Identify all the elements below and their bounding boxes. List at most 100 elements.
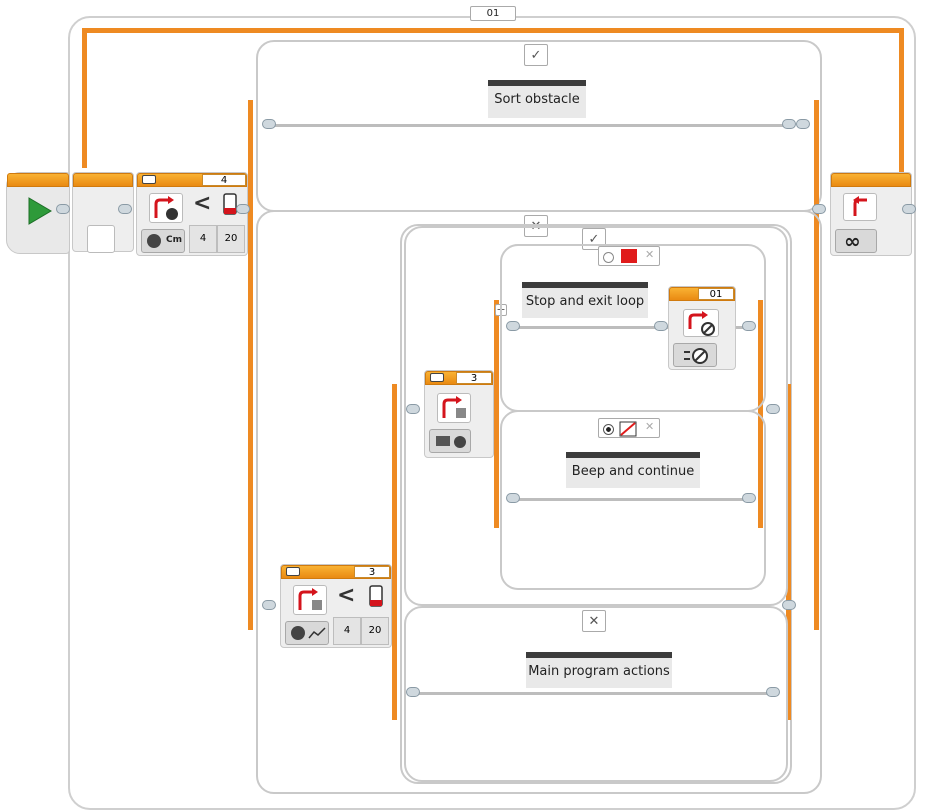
ultrasonic-mode-button[interactable]: Cm [141,229,185,253]
color-mode-icon [436,436,450,446]
loop-mode-button[interactable]: ∞ [835,229,877,253]
loop-bracket-icon [87,225,115,253]
switch-arrow-icon [154,196,178,220]
inner-switch-frame[interactable] [400,224,792,784]
loop-inner-plug [118,204,132,214]
outer-loop-label[interactable]: 01 [470,6,516,21]
stop-case-wire [512,326,748,329]
stop-case-plug-right [742,321,756,331]
color-switch-bar-left [494,300,499,528]
infinity-icon: ∞ [844,229,861,253]
outer-switch-bar-left [248,100,253,630]
outer-switch-plug-out [812,204,826,214]
loop-interrupt-block[interactable]: 01 [668,286,736,370]
color-switch-plug-out [766,404,780,414]
color-switch-label: 3 [456,372,492,384]
interrupt-mode-icon [684,348,708,364]
outer-switch-plug [236,204,250,214]
play-icon[interactable] [23,195,55,227]
main-case-tab[interactable]: ✕ [582,610,606,632]
sort-case-wire [270,124,792,127]
beep-case-comment[interactable]: Beep and continue [566,452,700,488]
phone-icon [223,193,237,215]
inner-switch-header: 3 [281,565,391,579]
start-block-header [7,173,69,187]
outer-switch-label: 4 [202,174,246,186]
sort-case-tab[interactable]: ✓ [524,44,548,66]
compare-less-than: < [193,191,212,216]
stop-case-close-icon[interactable]: ✕ [645,248,655,261]
inner-switch-plug-out [782,600,796,610]
color-sensor-icon [437,393,471,423]
loop-interrupt-header: 01 [669,287,735,301]
sort-case-comment[interactable]: Sort obstacle [488,80,586,118]
loop-wire-left [82,28,87,168]
inner-switch-block[interactable]: 3 < 4 20 [280,564,392,648]
stop-case-comment[interactable]: Stop and exit loop [522,282,648,318]
loop-end-header [831,173,911,187]
loop-interrupt-label: 01 [698,288,734,300]
stop-case-plug-left [506,321,520,331]
color-switch-header: 3 [425,371,493,385]
inner-switch-arrow-icon [298,588,322,610]
inner-param-b[interactable]: 20 [361,617,389,645]
inner-switch-label: 3 [354,566,390,578]
loop-start-header [73,173,133,187]
outer-switch-block[interactable]: 4 < Cm 4 20 [136,172,248,256]
false-case-frame[interactable] [256,210,822,794]
loop-end-plug [902,204,916,214]
color-sensor-switch-icon [293,585,327,615]
color-mode-button[interactable] [429,429,471,453]
loop-repeat-icon [853,196,867,216]
inner-compare-less-than: < [337,583,356,608]
light-dial-icon [291,626,305,640]
main-case-plug-left [406,687,420,697]
loop-wire-right [899,28,904,178]
sort-case-plug-left [262,119,276,129]
ultrasonic-switch-icon [149,193,183,223]
no-color-icon [619,421,637,437]
loop-end-icon [843,193,877,221]
radio-empty-icon[interactable] [603,252,614,263]
loop-end-block[interactable]: ∞ [830,172,912,256]
sensor-unit-text: Cm [166,235,182,245]
color-switch-arrow-icon [442,396,466,418]
stop-case-tab[interactable]: ✕ [598,246,660,266]
interrupt-arrow-icon [688,311,715,336]
outer-param-a[interactable]: 4 [189,225,217,253]
main-case-comment[interactable]: Main program actions [526,652,672,688]
inner-switch-plug-in [262,600,276,610]
light-mode-button[interactable] [285,621,329,645]
color-switch-plug-in [406,404,420,414]
beep-case-plug-right [742,493,756,503]
beep-case-close-icon[interactable]: ✕ [645,420,655,433]
beep-case-frame[interactable] [500,410,766,590]
sensor-dial-icon [147,234,161,248]
inner-true-case-frame[interactable] [404,226,788,606]
interrupt-mode-button[interactable] [673,343,717,367]
color-dots-icon [454,436,466,448]
color-switch-block[interactable]: 3 [424,370,494,458]
color-switch-bar-right [758,300,763,528]
sort-case-plug-right [782,119,796,129]
inner-switch-bar-left [392,384,397,720]
main-case-plug-right [766,687,780,697]
loop-interrupt-icon [683,309,719,337]
beep-case-wire [512,498,748,501]
beep-case-plug-left [506,493,520,503]
red-color-icon [621,249,637,263]
radio-selected-icon[interactable] [603,424,614,435]
outer-switch-bar-right [814,100,819,630]
switch-mini-icon [142,175,156,184]
start-output-plug [56,204,70,214]
main-case-frame[interactable] [404,606,788,782]
inner-phone-icon [369,585,383,607]
loop-interrupt-plug-in [654,321,668,331]
inner-switch-mini-icon [286,567,300,576]
inner-param-a[interactable]: 4 [333,617,361,645]
loop-wire-top [82,28,904,33]
outer-param-b[interactable]: 20 [217,225,245,253]
outer-switch-header: 4 [137,173,247,187]
beep-case-tab[interactable]: ✕ [598,418,660,438]
